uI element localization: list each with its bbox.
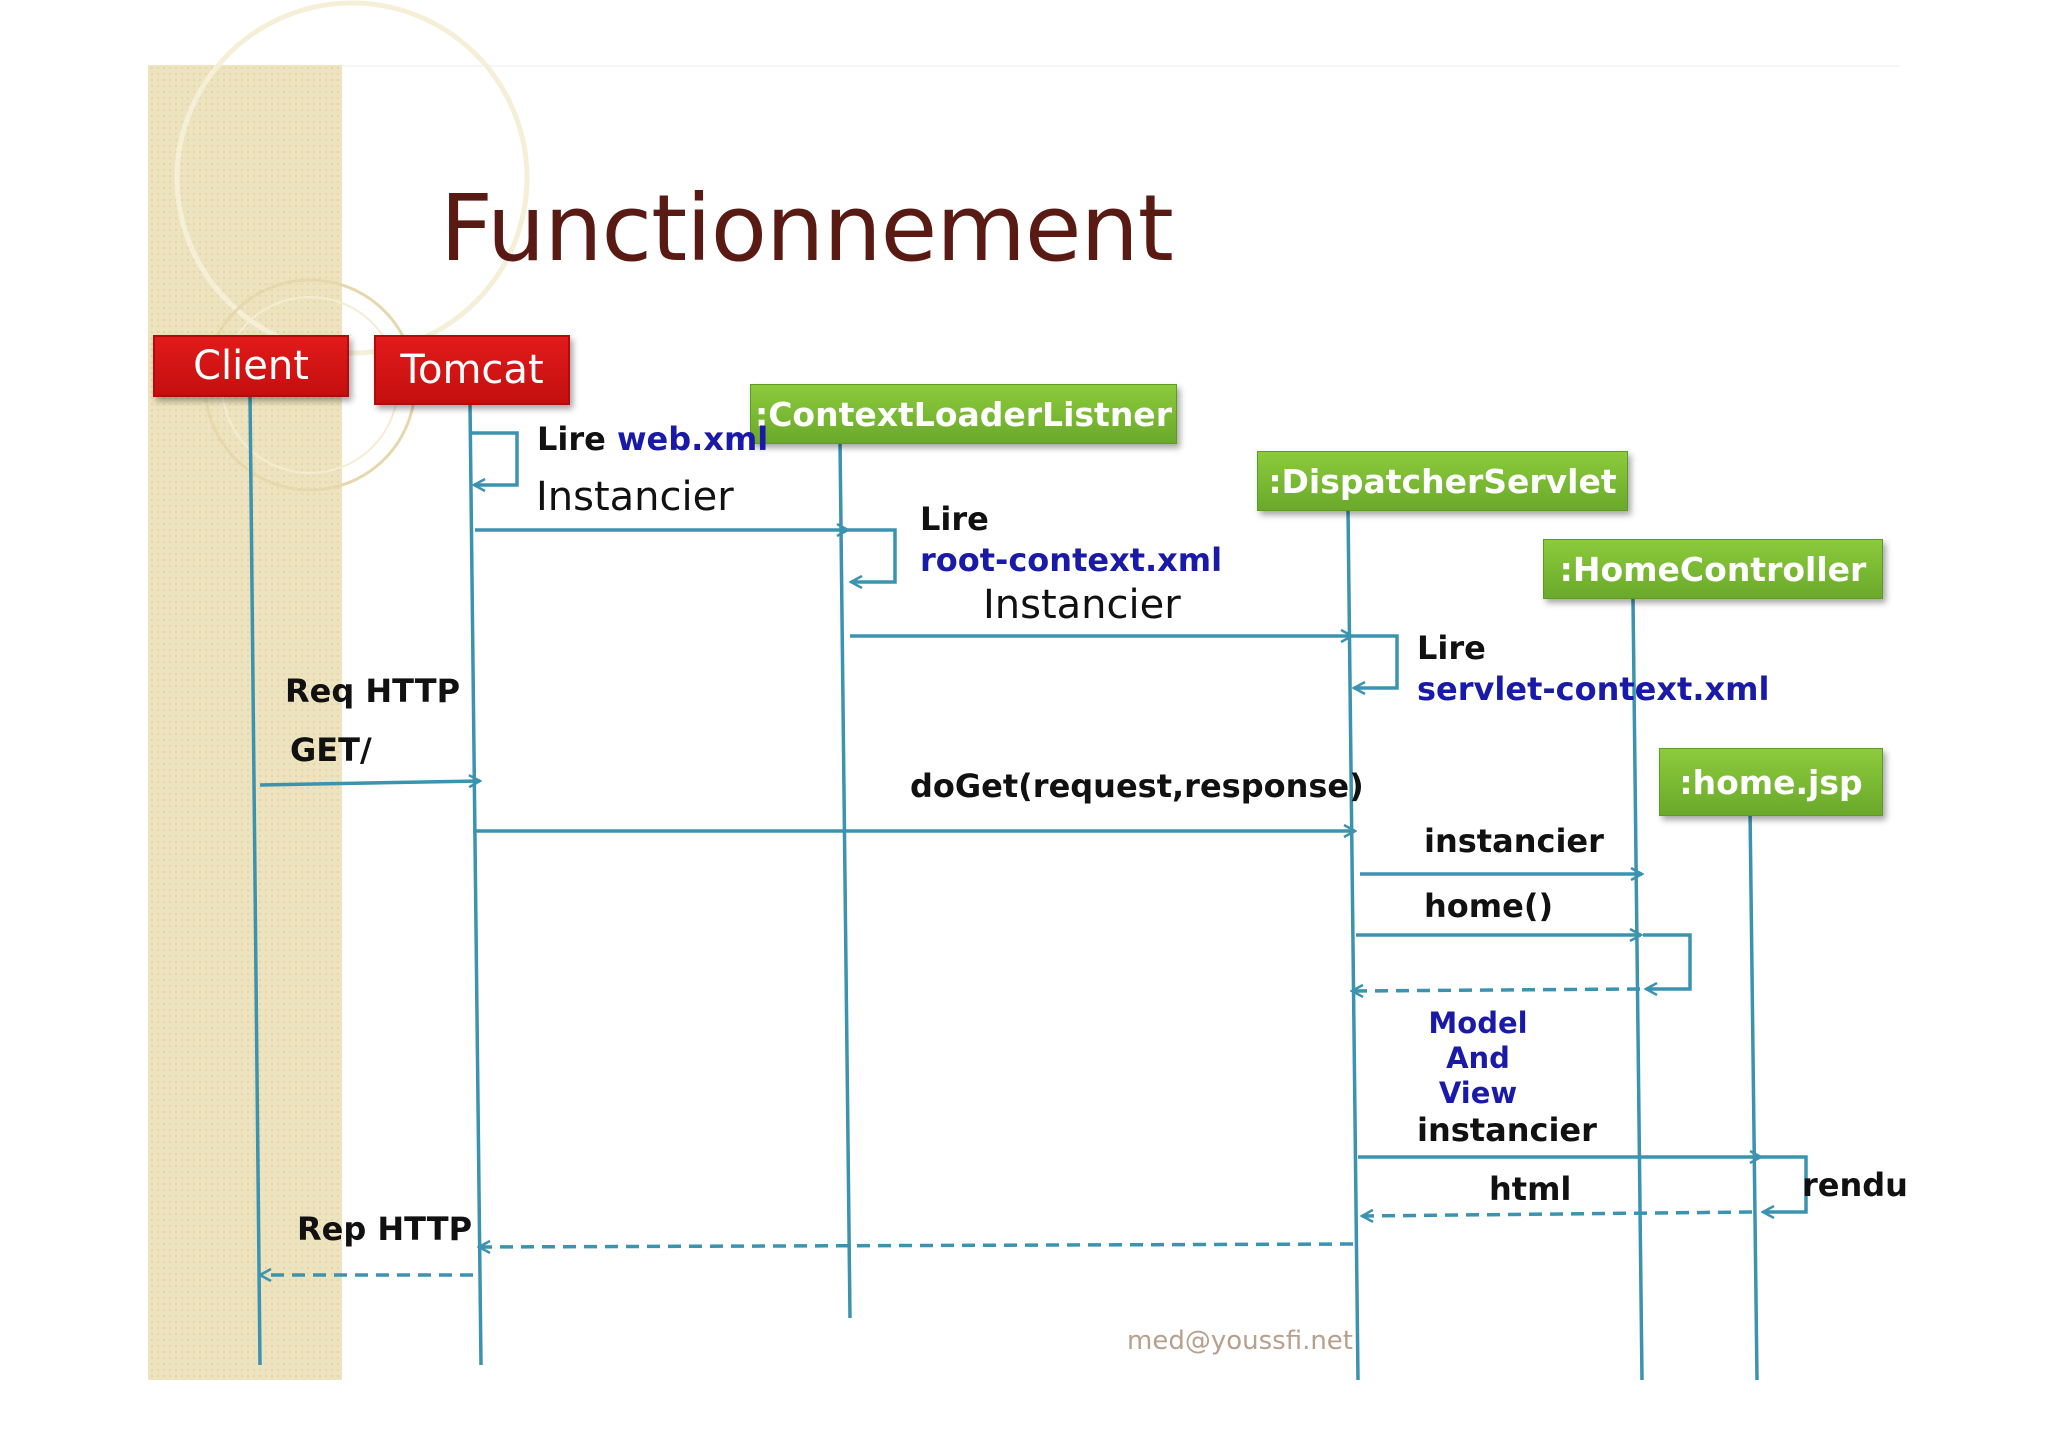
tomcat-lifeline <box>468 402 483 1366</box>
dispatcher-box: :DispatcherServlet <box>1257 451 1628 511</box>
dispatcher-lifeline <box>1346 507 1360 1381</box>
req-http-label: Req HTTP <box>285 672 461 710</box>
home-jsp-self-message <box>1761 1155 1808 1212</box>
lire-label-2: Lire <box>920 500 989 538</box>
client-label: Client <box>193 343 309 389</box>
home-jsp-lifeline <box>1748 807 1759 1381</box>
instancier-label-2: Instancier <box>983 582 1181 628</box>
model-text: Model <box>1428 1006 1528 1040</box>
instancier-label-1: Instancier <box>536 474 734 520</box>
context-loader-self-message <box>848 528 897 582</box>
home-controller-self-message <box>1643 933 1692 989</box>
tomcat-self-message <box>472 431 519 485</box>
req-http-arrow <box>259 781 480 785</box>
model-and-view-return-arrow <box>1352 989 1641 991</box>
client-actor-box: Client <box>153 335 349 397</box>
doget-label: doGet(request,response) <box>910 767 1364 805</box>
html-label: html <box>1489 1170 1572 1208</box>
and-text: And <box>1446 1041 1510 1075</box>
model-and-view-label: Model And View <box>1428 1006 1528 1111</box>
home-jsp-label: :home.jsp <box>1679 762 1863 802</box>
client-lifeline <box>248 392 262 1366</box>
page-title: Functionnement <box>440 175 1174 282</box>
context-loader-lifeline <box>838 439 852 1319</box>
rep-http-tomcat-arrow <box>479 1244 1354 1247</box>
rep-http-label: Rep HTTP <box>297 1210 473 1248</box>
view-text: View <box>1438 1076 1518 1110</box>
home-call-label: home() <box>1424 887 1554 925</box>
web-xml-text: web.xml <box>616 420 769 458</box>
get-label: GET/ <box>290 731 372 769</box>
decorative-sidebar <box>148 0 530 1380</box>
instancier-label-3: instancier <box>1424 822 1604 860</box>
tomcat-label: Tomcat <box>400 347 544 393</box>
context-loader-box: :ContextLoaderListner <box>750 384 1177 444</box>
rendu-label: rendu <box>1802 1166 1908 1204</box>
tomcat-actor-box: Tomcat <box>374 335 570 405</box>
lire-text: Lire <box>537 420 606 458</box>
instancier-label-4: instancier <box>1417 1111 1597 1149</box>
dispatcher-self-message <box>1352 634 1399 688</box>
lire-web-xml-label: Lire web.xml <box>537 420 768 458</box>
root-context-xml-label: root-context.xml <box>920 541 1223 579</box>
servlet-context-xml-label: servlet-context.xml <box>1417 670 1770 708</box>
home-controller-box: :HomeController <box>1543 539 1883 599</box>
lire-label-3: Lire <box>1417 629 1486 667</box>
home-controller-label: :HomeController <box>1559 549 1867 589</box>
html-return-arrow <box>1362 1212 1753 1216</box>
context-loader-label: :ContextLoaderListner <box>755 394 1172 434</box>
footer-email: med@youssfi.net <box>1127 1326 1354 1356</box>
dispatcher-label: :DispatcherServlet <box>1268 461 1617 501</box>
home-jsp-box: :home.jsp <box>1659 748 1883 816</box>
